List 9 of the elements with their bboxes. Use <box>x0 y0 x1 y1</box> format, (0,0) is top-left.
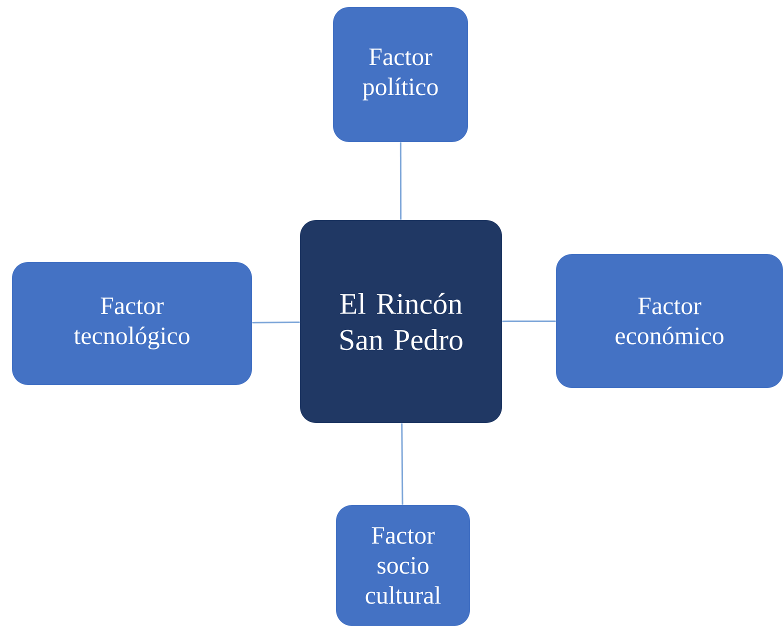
connector-line <box>400 142 402 220</box>
connector-line <box>252 322 300 324</box>
factor-box: Factor socio cultural <box>336 505 470 626</box>
factor-box: El Rincón San Pedro <box>300 220 502 423</box>
factor-box: Factor tecnológico <box>12 262 252 385</box>
factor-box: Factor político <box>333 7 468 142</box>
connector-line <box>502 320 556 322</box>
connector-line <box>401 423 404 505</box>
factor-box: Factor económico <box>556 254 783 388</box>
